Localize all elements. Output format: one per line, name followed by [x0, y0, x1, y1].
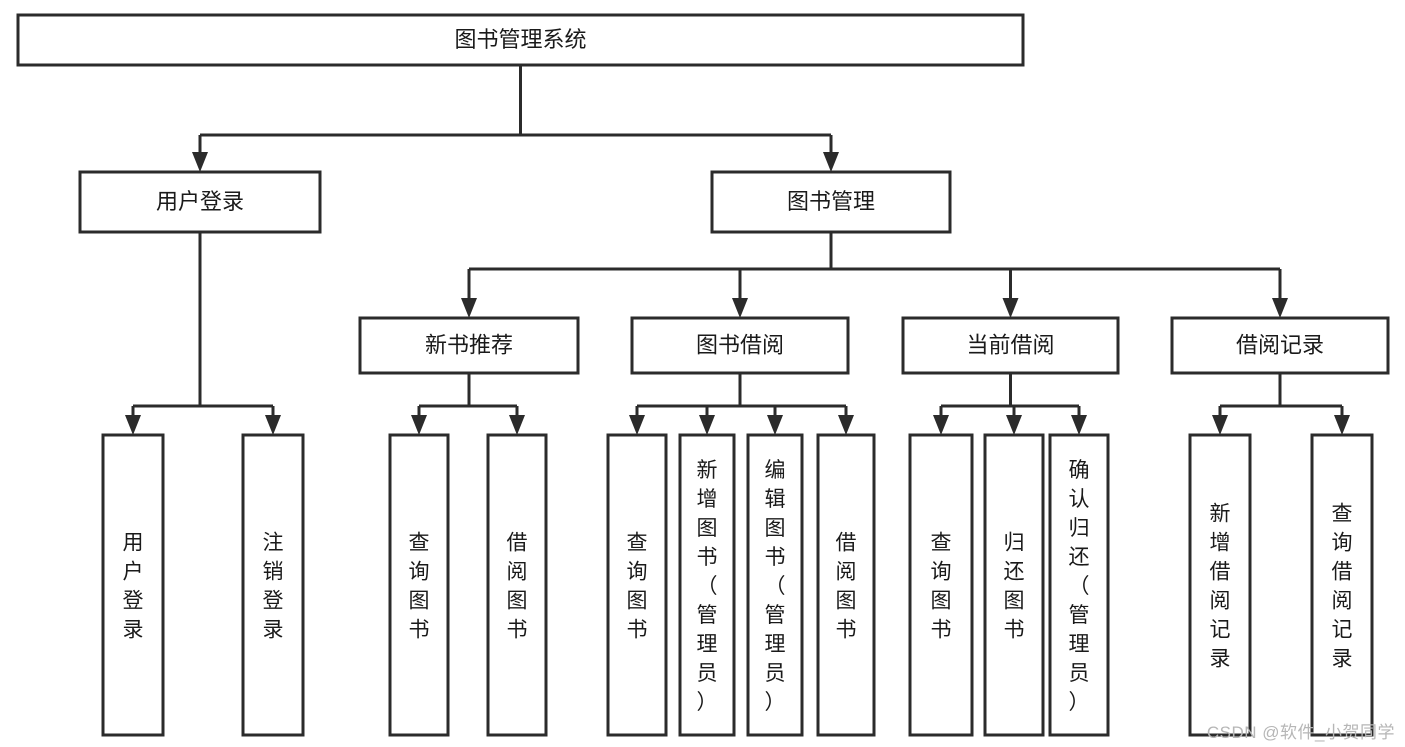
node-box-current-borrow[interactable]: [901, 316, 1120, 375]
node-box-leaf-query-book-2[interactable]: [606, 433, 668, 737]
node-leaf-add-book[interactable]: 新增图书（管理员）: [678, 433, 736, 737]
node-leaf-borrow-book-2[interactable]: 借阅图书: [816, 433, 876, 737]
arrow-head-icon: [1212, 415, 1228, 435]
node-label-user-login: 用户登录: [156, 189, 244, 214]
node-label-leaf-borrow-book-1: 借阅图书: [507, 532, 528, 642]
node-label-current-borrow: 当前借阅: [966, 332, 1054, 357]
node-label-leaf-edit-book: 编辑图书（管理员）: [765, 459, 786, 714]
node-box-leaf-return-book[interactable]: [983, 433, 1045, 737]
arrow-head-icon: [1002, 298, 1019, 318]
node-leaf-borrow-book-1[interactable]: 借阅图书: [486, 433, 548, 737]
node-box-leaf-confirm-return[interactable]: [1048, 433, 1110, 737]
arrow-head-icon: [411, 415, 427, 435]
node-book-management[interactable]: 图书管理: [710, 170, 952, 234]
node-label-new-book-recommend: 新书推荐: [425, 332, 513, 357]
arrow-head-icon: [461, 298, 477, 318]
node-leaf-user-logout[interactable]: 注销登录: [241, 433, 305, 737]
arrow-head-icon: [1334, 415, 1350, 435]
node-new-book-recommend[interactable]: 新书推荐: [358, 316, 580, 375]
node-label-leaf-query-book-1: 查询图书: [409, 532, 430, 642]
node-label-borrow-record: 借阅记录: [1236, 332, 1324, 357]
arrow-head-icon: [767, 415, 783, 435]
arrow-head-icon: [192, 152, 208, 172]
node-leaf-query-book-1[interactable]: 查询图书: [388, 433, 450, 737]
arrow-head-icon: [1272, 298, 1288, 318]
node-label-leaf-borrow-book-2: 借阅图书: [836, 532, 857, 642]
connector-lines: [125, 65, 1350, 435]
node-box-leaf-query-record[interactable]: [1310, 433, 1374, 737]
node-box-borrow-record[interactable]: [1170, 316, 1390, 375]
arrow-head-icon: [823, 152, 839, 172]
node-label-leaf-query-record: 查询借阅记录: [1332, 503, 1353, 671]
arrow-head-icon: [699, 415, 715, 435]
node-label-leaf-query-book-3: 查询图书: [931, 532, 952, 642]
node-book-borrow[interactable]: 图书借阅: [630, 316, 850, 375]
arrow-head-icon: [629, 415, 645, 435]
node-label-leaf-user-logout: 注销登录: [263, 532, 284, 642]
node-box-leaf-edit-book[interactable]: [746, 433, 804, 737]
node-box-leaf-add-book[interactable]: [678, 433, 736, 737]
node-leaf-return-book[interactable]: 归还图书: [983, 433, 1045, 737]
node-user-login[interactable]: 用户登录: [78, 170, 322, 234]
node-label-leaf-user-login: 用户登录: [123, 532, 144, 642]
node-box-user-login[interactable]: [78, 170, 322, 234]
arrow-head-icon: [732, 298, 748, 318]
arrow-head-icon: [509, 415, 525, 435]
node-borrow-record[interactable]: 借阅记录: [1170, 316, 1390, 375]
node-leaf-user-login[interactable]: 用户登录: [101, 433, 165, 737]
node-box-book-borrow[interactable]: [630, 316, 850, 375]
csdn-watermark: CSDN @软件_小贺同学: [1206, 723, 1395, 742]
node-label-leaf-query-book-2: 查询图书: [627, 532, 648, 642]
node-label-book-management: 图书管理: [787, 189, 875, 214]
node-label-leaf-add-book: 新增图书（管理员）: [697, 459, 718, 714]
arrow-head-icon: [1071, 415, 1087, 435]
node-label-book-borrow: 图书借阅: [696, 332, 784, 357]
node-box-leaf-query-book-3[interactable]: [908, 433, 974, 737]
node-label-leaf-return-book: 归还图书: [1004, 532, 1025, 642]
node-box-new-book-recommend[interactable]: [358, 316, 580, 375]
arrow-head-icon: [1006, 415, 1022, 435]
node-leaf-confirm-return[interactable]: 确认归还（管理员）: [1048, 433, 1110, 737]
node-box-leaf-borrow-book-2[interactable]: [816, 433, 876, 737]
node-box-leaf-borrow-book-1[interactable]: [486, 433, 548, 737]
arrow-head-icon: [933, 415, 949, 435]
node-leaf-query-book-3[interactable]: 查询图书: [908, 433, 974, 737]
node-leaf-query-book-2[interactable]: 查询图书: [606, 433, 668, 737]
node-box-leaf-user-login[interactable]: [101, 433, 165, 737]
node-box-leaf-user-logout[interactable]: [241, 433, 305, 737]
arrow-head-icon: [265, 415, 281, 435]
node-label-root: 图书管理系统: [454, 27, 586, 52]
node-box-book-management[interactable]: [710, 170, 952, 234]
node-boxes: 图书管理系统用户登录图书管理新书推荐图书借阅当前借阅借阅记录用户登录注销登录查询…: [16, 13, 1390, 737]
node-leaf-edit-book[interactable]: 编辑图书（管理员）: [746, 433, 804, 737]
node-box-root[interactable]: [16, 13, 1025, 67]
arrow-head-icon: [838, 415, 854, 435]
node-label-leaf-add-record: 新增借阅记录: [1210, 503, 1231, 671]
node-leaf-add-record[interactable]: 新增借阅记录: [1188, 433, 1252, 737]
arrow-head-icon: [125, 415, 141, 435]
node-root[interactable]: 图书管理系统: [16, 13, 1025, 67]
node-box-leaf-query-book-1[interactable]: [388, 433, 450, 737]
node-leaf-query-record[interactable]: 查询借阅记录: [1310, 433, 1374, 737]
node-current-borrow[interactable]: 当前借阅: [901, 316, 1120, 375]
node-label-leaf-confirm-return: 确认归还（管理员）: [1069, 459, 1090, 714]
node-box-leaf-add-record[interactable]: [1188, 433, 1252, 737]
